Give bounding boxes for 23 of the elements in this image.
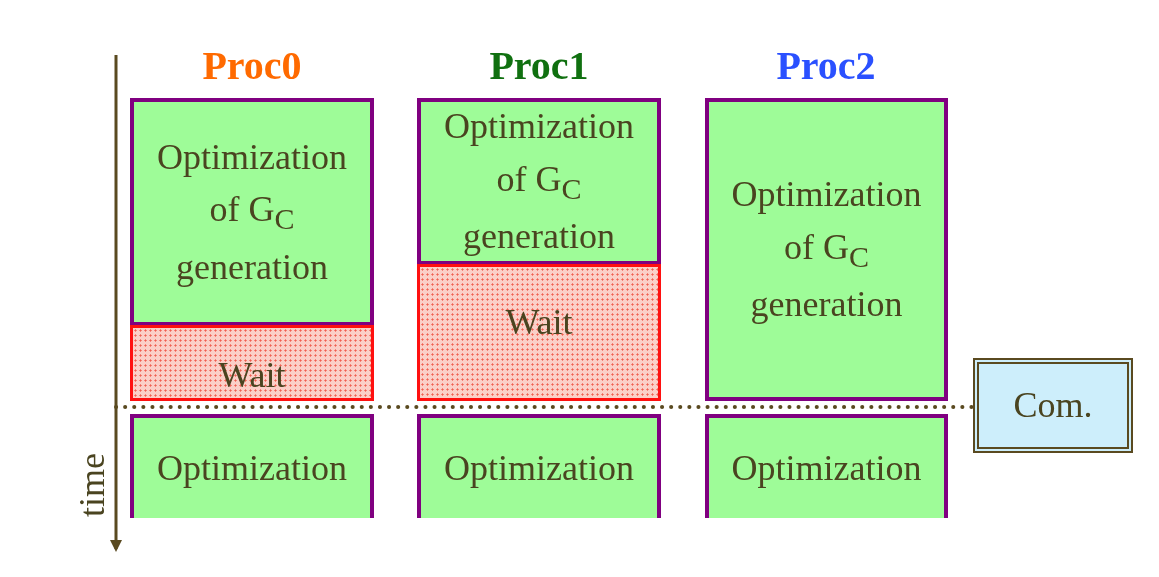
box-text: Optimization [731,446,922,490]
column-heading: Proc2 [776,41,876,89]
box-text: Optimization [444,446,634,490]
dotted-line [114,405,975,409]
box-text: Optimization of G$_{C}$ generation [730,173,923,327]
process-box [417,98,661,265]
process-box [417,414,661,518]
wait-box [417,264,661,401]
box-text: Com. [1013,384,1093,428]
column-heading: Proc1 [489,41,589,89]
box-text: Wait [505,301,573,345]
box-text: Optimization [157,446,347,490]
wait-box [130,325,374,401]
box-text: Optimization of G$_{C}$ generation [156,135,348,289]
column-heading: Proc0 [202,41,302,89]
process-box [705,98,948,401]
process-box [130,98,374,326]
process-box [705,414,948,518]
axis-label: time [71,453,113,517]
box-text: Wait [218,353,286,397]
communication-box [973,358,1133,453]
process-box [130,414,374,518]
box-text: Optimization of G$_{C}$ generation [443,105,635,259]
